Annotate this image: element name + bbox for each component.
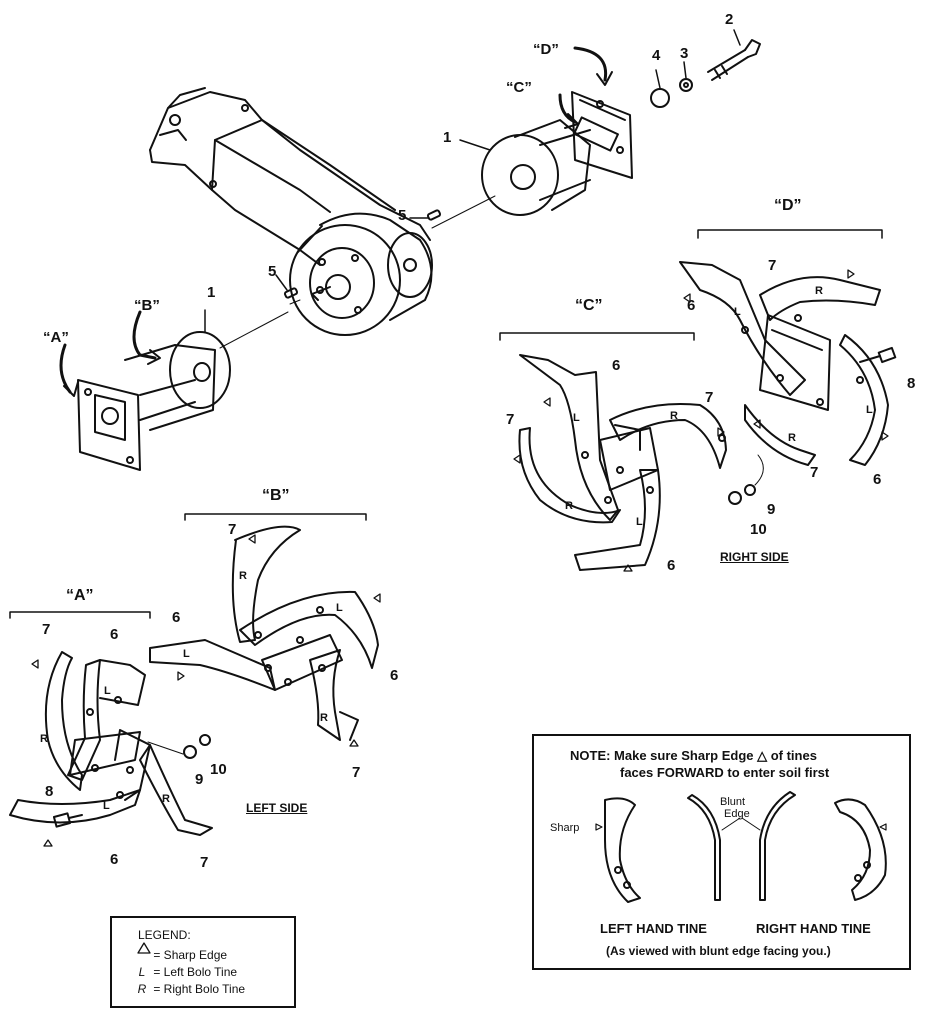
- tine-letter-r: R: [239, 570, 247, 582]
- tine-letter-l: L: [103, 800, 110, 812]
- group-a-header: “A”: [66, 587, 94, 604]
- group-c-tines: [518, 354, 727, 571]
- legend-title: LEGEND:: [138, 928, 191, 942]
- legend-row-left: L = Left Bolo Tine: [134, 965, 237, 979]
- callout-d-7-top: 7: [768, 257, 777, 274]
- callout-a-10: 10: [210, 761, 227, 778]
- tine-letter-l: L: [104, 685, 111, 697]
- callout-4: 4: [652, 47, 661, 64]
- tine-letter-r: R: [162, 793, 170, 805]
- group-a-tines: [9, 651, 213, 836]
- group-b-tines: [149, 525, 379, 741]
- left-side-caption: LEFT SIDE: [246, 801, 308, 815]
- tine-letter-l: L: [866, 404, 873, 416]
- callout-d-10: 10: [750, 521, 767, 538]
- lower-hub: [77, 331, 231, 471]
- right-hand-tine-label: RIGHT HAND TINE: [756, 921, 871, 936]
- callout-d-6-left: 6: [687, 297, 696, 314]
- callout-d-9: 9: [767, 501, 776, 518]
- note-line-1: NOTE: Make sure Sharp Edge △ of tines: [570, 748, 817, 763]
- callout-a-6-top: 6: [110, 626, 119, 643]
- callout-2: 2: [725, 11, 734, 28]
- tine-letter-r: R: [788, 432, 796, 444]
- callout-c-7-right: 7: [705, 389, 714, 406]
- group-b-header: “B”: [262, 487, 290, 504]
- callout-5-upper: 5: [398, 207, 407, 224]
- transmission-housing: [149, 87, 433, 336]
- callout-d-6-right: 6: [873, 471, 882, 488]
- arrow-label-b: “B”: [134, 297, 160, 314]
- callout-c-6-bottom: 6: [667, 557, 676, 574]
- legend-sharp-symbol: △: [134, 948, 150, 962]
- callout-d-8: 8: [907, 375, 916, 392]
- callout-1-upper: 1: [443, 129, 452, 146]
- legend-right-text: = Right Bolo Tine: [153, 982, 246, 996]
- legend-box: LEGEND: △ = Sharp Edge L = Left Bolo Tin…: [110, 916, 296, 1008]
- callout-b-7-bottom: 7: [352, 764, 361, 781]
- legend-left-symbol: L: [138, 965, 146, 979]
- group-c-header: “C”: [575, 297, 603, 314]
- callout-a-8: 8: [45, 783, 54, 800]
- callout-a-7-top: 7: [42, 621, 51, 638]
- callout-c-7-left: 7: [506, 411, 515, 428]
- sharp-edge-markers: [31, 269, 889, 847]
- legend-row-sharp: △ = Sharp Edge: [134, 948, 227, 962]
- legend-sharp-text: = Sharp Edge: [153, 948, 228, 962]
- tine-letter-l: L: [336, 602, 343, 614]
- arrow-label-d: “D”: [533, 41, 559, 58]
- callout-b-6-right: 6: [390, 667, 399, 684]
- callout-b-6-left: 6: [172, 609, 181, 626]
- group-d-tines: [679, 261, 897, 505]
- blunt-label: Blunt: [720, 796, 746, 808]
- tine-letter-r: R: [565, 500, 573, 512]
- viewed-caption: (As viewed with blunt edge facing you.): [606, 944, 831, 958]
- callout-a-7-bottom: 7: [200, 854, 209, 871]
- right-side-caption: RIGHT SIDE: [720, 550, 789, 564]
- arrow-label-c: “C”: [506, 79, 532, 96]
- sharp-label: Sharp: [550, 822, 580, 834]
- note-line-2: faces FORWARD to enter soil first: [620, 765, 830, 780]
- arrow-label-a: “A”: [43, 329, 69, 346]
- tine-letter-l: L: [183, 648, 190, 660]
- callout-b-7-top: 7: [228, 521, 237, 538]
- left-hand-tine-label: LEFT HAND TINE: [600, 921, 707, 936]
- callout-3: 3: [680, 45, 689, 62]
- upper-hub: [481, 39, 761, 216]
- tine-letter-r: R: [670, 410, 678, 422]
- tine-letter-r: R: [40, 733, 48, 745]
- note-tine-figures: [595, 791, 887, 903]
- legend-right-symbol: R: [137, 982, 147, 996]
- tine-letter-r: R: [815, 285, 823, 297]
- callout-a-9: 9: [195, 771, 204, 788]
- group-d-header: “D”: [774, 197, 802, 214]
- callout-5-lower: 5: [268, 263, 277, 280]
- callout-1-lower: 1: [207, 284, 216, 301]
- callout-c-6-top: 6: [612, 357, 621, 374]
- callout-a-6-bottom: 6: [110, 851, 119, 868]
- edge-label: Edge: [724, 808, 750, 820]
- tine-letter-l: L: [734, 306, 741, 318]
- tine-letter-l: L: [636, 516, 643, 528]
- legend-row-right: R = Right Bolo Tine: [134, 982, 245, 996]
- tine-letter-l: L: [573, 412, 580, 424]
- note-box: NOTE: Make sure Sharp Edge △ of tines fa…: [532, 734, 911, 970]
- legend-left-text: = Left Bolo Tine: [153, 965, 238, 979]
- callout-d-7-bottom: 7: [810, 464, 819, 481]
- tine-letter-r: R: [320, 712, 328, 724]
